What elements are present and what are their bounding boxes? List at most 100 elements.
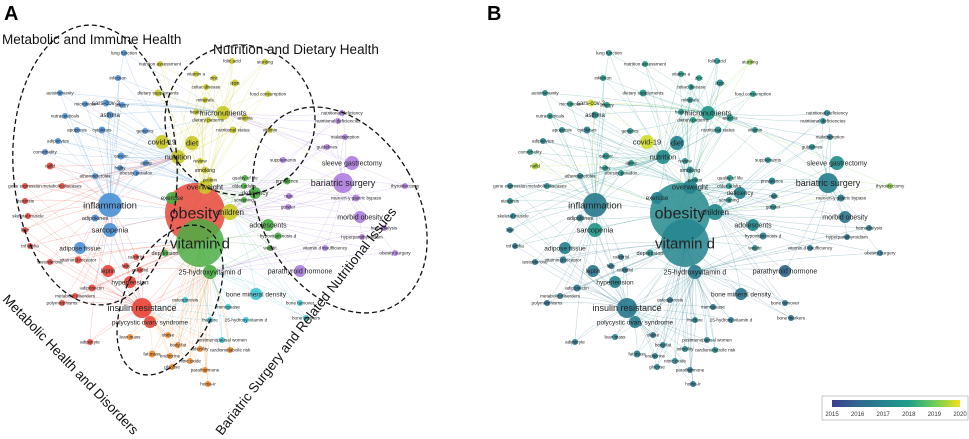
node-sleeve-gastrectomy [830,156,844,170]
node-label-insulin-resistance: insulin resistance [107,303,176,313]
node-calcidiol [622,267,628,273]
node-malabsorption [827,134,833,140]
node-gene-expression [22,183,28,189]
node-label-malabsorption: malabsorption [816,135,845,140]
node-label-nutritional-deficiencies: nutritional deficiencies [315,119,361,124]
edge [594,111,709,116]
node-label-supplements: supplements [270,158,297,163]
node-stunting [747,59,753,65]
node-screening [726,197,732,203]
node-label-weight: weight [263,246,277,251]
node-25-hydroxyvitamin-d [688,265,702,279]
edge [688,119,694,188]
node-label-nutritional-deficiencies: nutritional deficiencies [800,119,846,124]
node-exercise [651,192,663,204]
node-hypovitaminosis-d [274,232,282,240]
node-aging [143,160,149,166]
edge [509,200,628,309]
node-label-parathyroid-hormone: parathyroid hormone [268,268,333,275]
edge [608,52,709,114]
edge [662,271,696,346]
edge [139,268,211,273]
node-label-rape: rape [769,194,779,199]
edge [204,271,212,371]
edge [636,271,696,355]
node-label-metabolic-disorders: metabolic disorders [540,294,581,299]
colorbar-tick-2015: 2015 [825,412,839,418]
edge [59,92,224,114]
node-adipose-tissue [559,242,571,254]
node-nutraceuticals [547,113,553,119]
colorbar-tick-2018: 2018 [902,412,916,418]
edge [707,61,751,114]
node-label-nafld: nafld [530,164,540,169]
node-label-lean-mass: lean mass [605,335,627,340]
edge [177,60,233,158]
node-label-stunting: stunting [257,60,274,65]
node-calcidiol [137,267,143,273]
node-label-lean-mass: lean mass [120,335,142,340]
node-label-frailty: frailty [115,166,127,171]
node-parathyroid-hormone [294,265,306,277]
node-nafld [46,162,54,170]
node-inflammation [583,193,607,217]
edge [546,204,596,304]
edge [24,156,179,187]
node-label-fatty: fatty [122,264,131,269]
node-hyperparathyroidism [844,234,850,240]
node-sarcopenia [588,223,602,237]
node-label-celiac-disease: celiac disease [192,85,221,90]
edge [94,156,179,177]
node-label-diet: diet [186,139,199,148]
edge [544,92,664,158]
node-genetics [142,128,148,134]
node-hemodialysis [381,225,387,231]
node-label-hyperparathyroidism: hyperparathyroidism [341,235,383,240]
node-fat-mass [148,350,156,358]
node-label-postmenopausal-women: postmenopausal women [682,338,732,343]
node-label-fat-mass: fat mass [628,352,646,357]
node-label-covid-19: covid-19 [148,138,176,147]
node-vitamin-a [678,71,684,77]
node-nutraceuticals [62,113,68,119]
node-label-obesity-surgery: obesity surgery [379,251,411,256]
node-glucose [654,364,660,370]
node-polycystic-ovary-syndrome [629,316,641,328]
node-cancer [117,152,125,160]
edge [129,271,211,338]
edge [59,92,111,206]
edge [707,112,831,138]
edge [229,211,363,238]
node-label-dietary-supplements: dietary supplements [137,91,179,96]
node-label-sars-cov-2: sars-cov-2 [92,101,121,107]
edge [602,77,709,114]
edge [203,119,209,188]
edge [209,271,231,351]
edge [189,271,211,362]
node-nitric-oxide [187,358,193,364]
edge [529,151,664,158]
node-obesity-paradox [133,170,139,176]
node-label-bone-mineral-density: bone mineral density [226,291,287,298]
edge [204,93,269,188]
node-label-adolescents: adolescents [249,222,287,229]
node-calcitriol [618,254,624,260]
edge [177,93,269,158]
node-label-nafld: nafld [45,164,55,169]
edge [229,211,396,254]
node-label-lung-function: lung function [111,51,137,56]
edge [689,60,718,188]
node-hemodialysis [866,225,872,231]
node-bone-turnover [297,300,303,306]
edge [123,52,224,114]
node-food-consumption [265,91,271,97]
edge [84,103,111,206]
node-body-fat [175,342,181,348]
edge [109,77,119,206]
node-label-quality-of-life: quality of life [232,176,258,181]
edge [61,204,111,304]
edge [159,63,179,158]
edge [714,197,842,213]
edge [714,211,786,304]
edge [509,229,628,309]
